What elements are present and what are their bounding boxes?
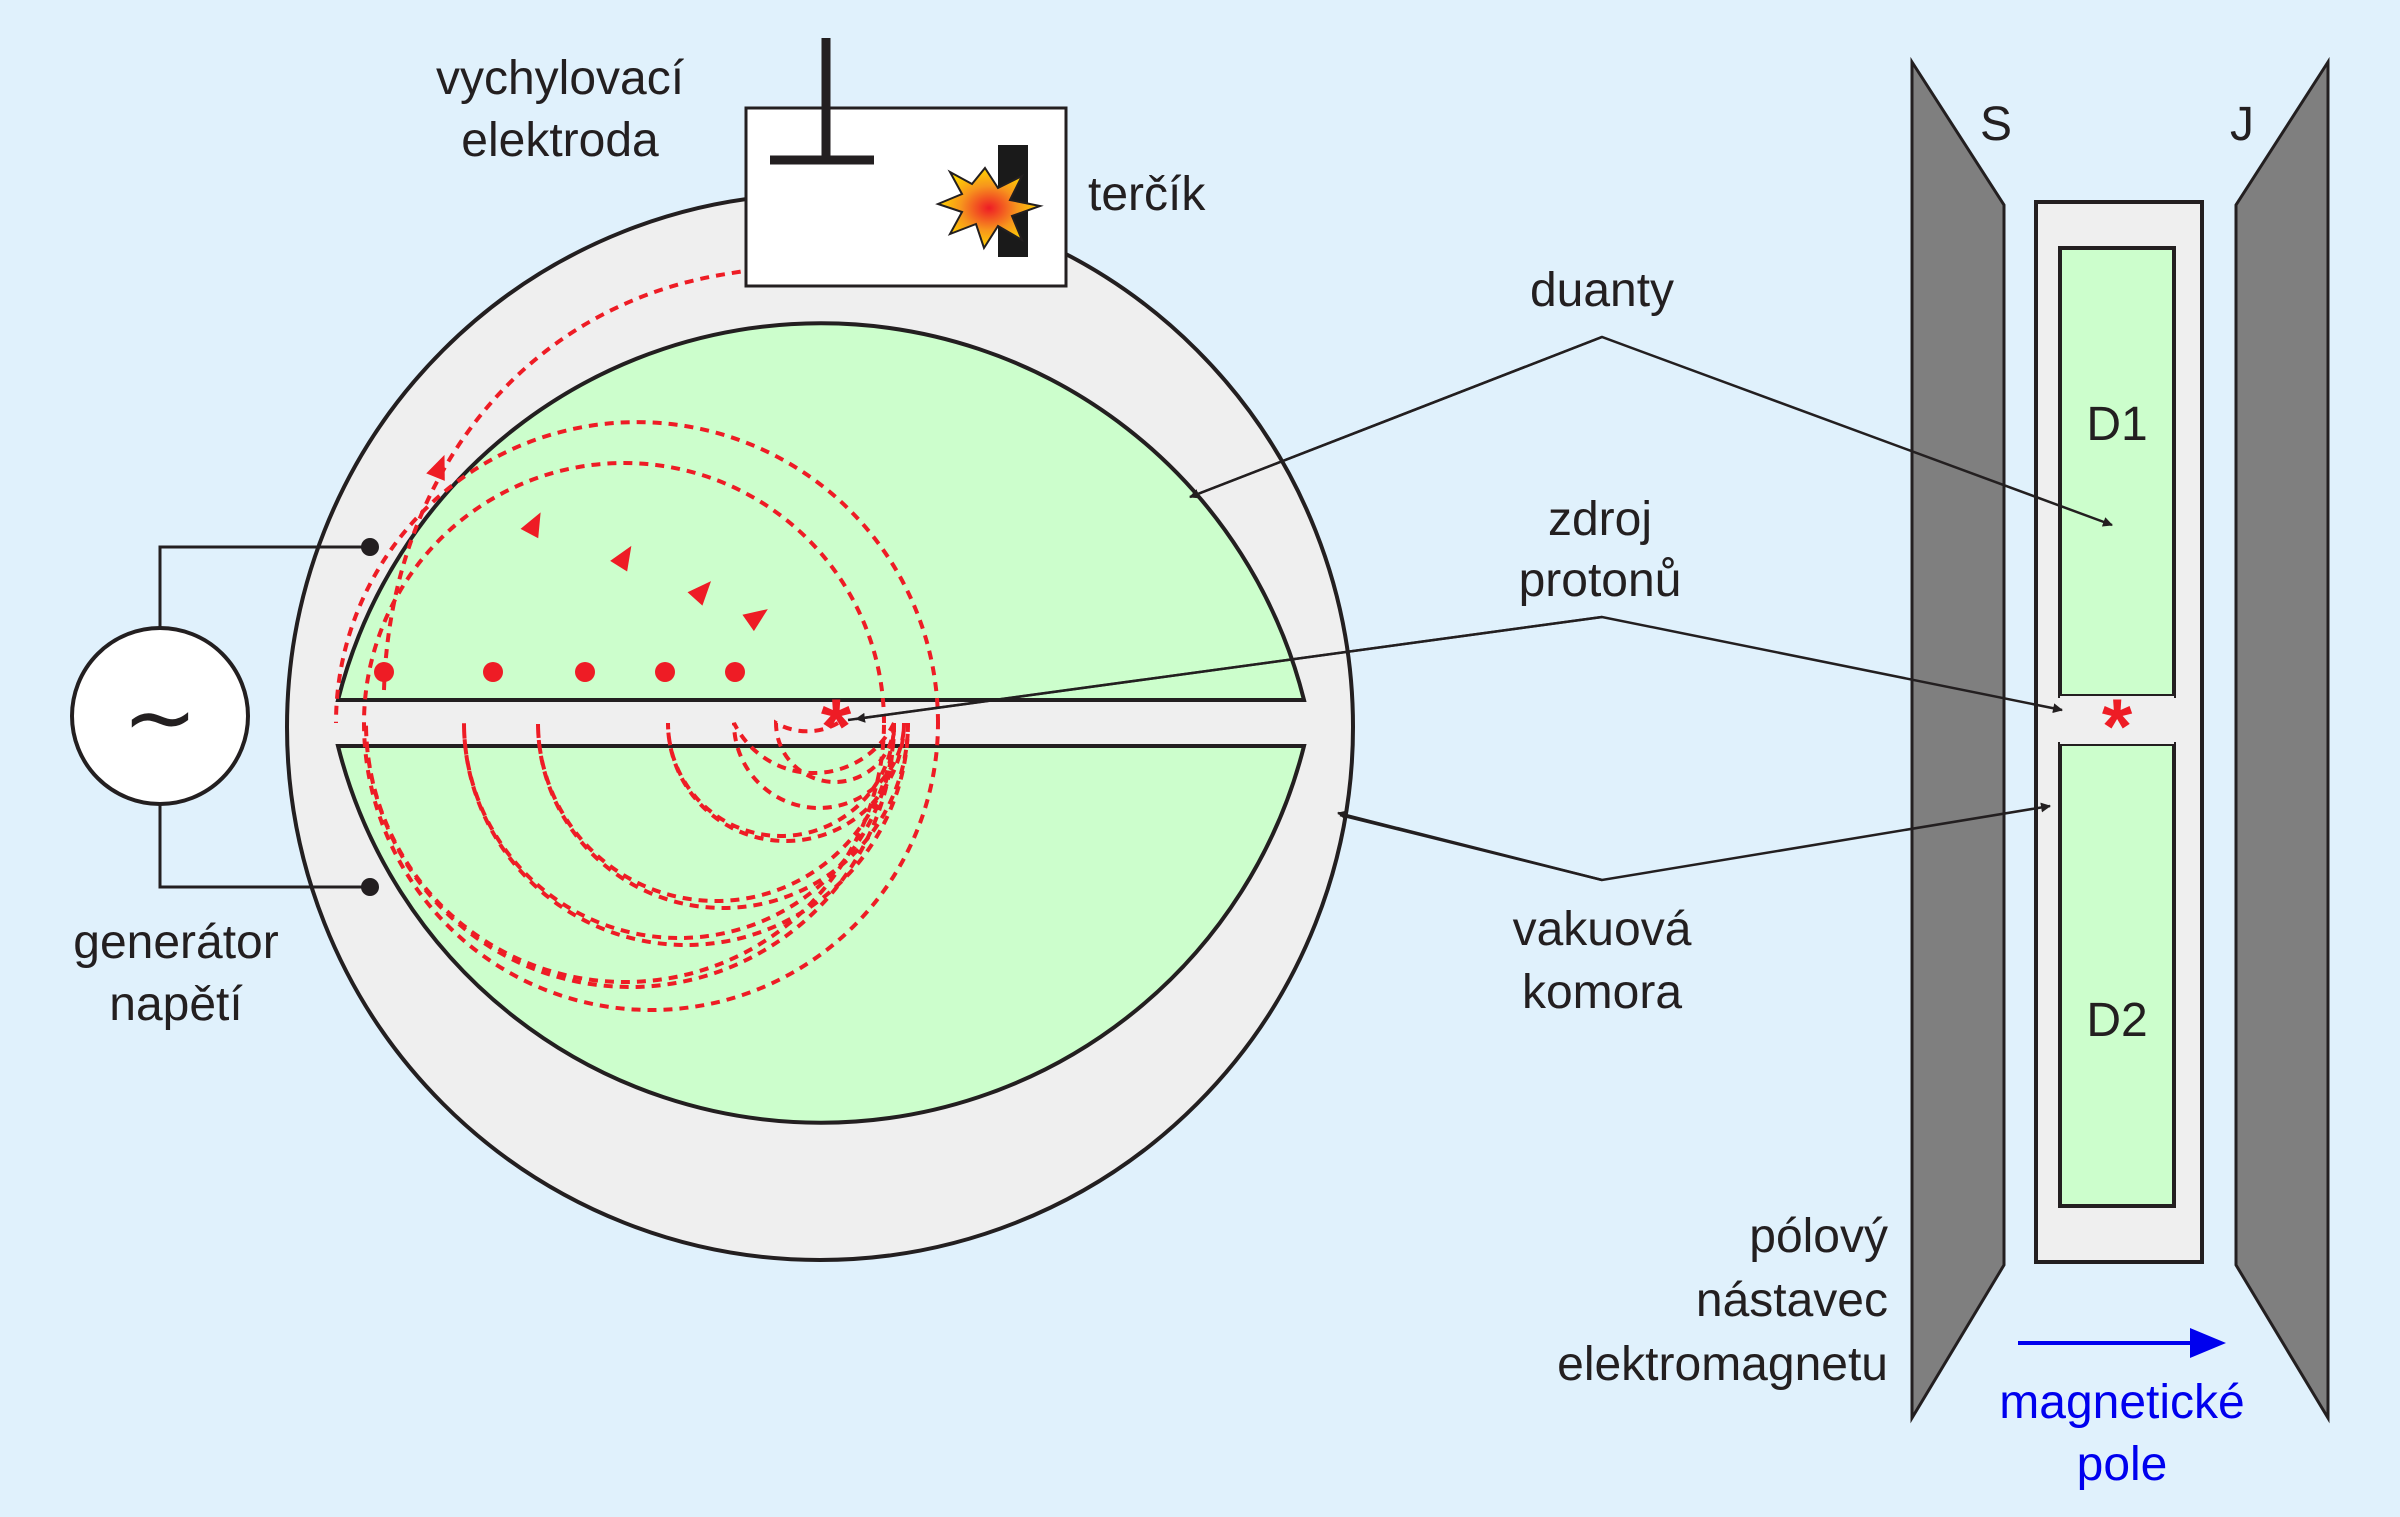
leader-lines bbox=[847, 335, 2113, 882]
acceleration-points bbox=[374, 662, 745, 682]
side-dee-bottom bbox=[2058, 742, 2176, 1208]
voltage-generator: ~ bbox=[70, 538, 379, 896]
label-deflector-1: vychylovací bbox=[436, 52, 685, 105]
label-generator-2: napětí bbox=[109, 978, 243, 1031]
side-proton-source-mark: * bbox=[2102, 682, 2133, 770]
ac-symbol: ~ bbox=[122, 665, 197, 770]
dee-top bbox=[335, 321, 1307, 702]
label-proton-source-2: protonů bbox=[1519, 554, 1682, 607]
label-magnetic-field-1: magnetické bbox=[1999, 1376, 2244, 1429]
deflector-box bbox=[744, 38, 1068, 288]
pole-south bbox=[1910, 56, 2006, 1424]
label-pole-south: S bbox=[1980, 98, 2012, 151]
impact-burst bbox=[935, 166, 1044, 251]
label-dee-bottom: D2 bbox=[2086, 994, 2147, 1047]
pole-pieces bbox=[1910, 56, 2330, 1424]
pole-north bbox=[2234, 56, 2330, 1424]
label-target: terčík bbox=[1088, 168, 1206, 221]
label-proton-source-1: zdroj bbox=[1548, 493, 1652, 546]
side-dee-top bbox=[2058, 246, 2176, 698]
label-vacuum-1: vakuová bbox=[1513, 903, 1692, 956]
label-dees: duanty bbox=[1530, 264, 1674, 317]
label-vacuum-2: komora bbox=[1522, 966, 1682, 1019]
label-deflector-2: elektroda bbox=[461, 114, 659, 167]
label-pole-piece-2: nástavec bbox=[1696, 1274, 1888, 1327]
label-generator-1: generátor bbox=[73, 916, 278, 969]
label-magnetic-field-2: pole bbox=[2077, 1438, 2168, 1491]
side-chamber: * bbox=[2034, 200, 2204, 1264]
label-pole-north: J bbox=[2230, 98, 2254, 151]
magnetic-field-arrow bbox=[2018, 1328, 2226, 1358]
proton-source-mark: * bbox=[821, 682, 852, 770]
label-pole-piece-3: elektromagnetu bbox=[1557, 1338, 1888, 1391]
label-dee-top: D1 bbox=[2086, 398, 2147, 451]
labels: vychylovací elektroda terčík duanty zdro… bbox=[73, 52, 2254, 1491]
label-pole-piece-1: pólový bbox=[1749, 1210, 1888, 1263]
